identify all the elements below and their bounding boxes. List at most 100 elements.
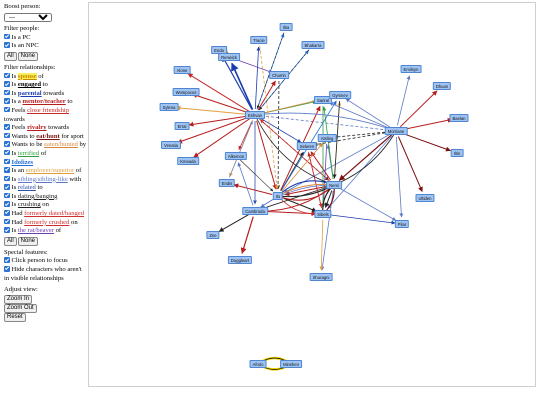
character-node-ultiden[interactable]: Ultiden (415, 194, 435, 202)
relationship-filter-7[interactable]: Wants to be eaten/hunted by (4, 141, 88, 150)
zoom-in-button[interactable]: Zoom In (4, 294, 33, 304)
character-node-sibels[interactable]: Sibels (314, 210, 332, 218)
character-node-minshen[interactable]: Minshen (280, 360, 302, 368)
character-node-zee[interactable]: Zee (206, 231, 220, 239)
relationship-filter-5[interactable]: Feels rivalry towards (4, 124, 88, 133)
relationship-filter-14[interactable]: Is crushing on (4, 201, 88, 210)
checkbox-checked[interactable] (4, 141, 10, 147)
special-feature-0[interactable]: Click person to focus (4, 257, 88, 266)
special-feature-1[interactable]: Hide characters who aren't in visible re… (4, 266, 88, 283)
character-node-kmeada[interactable]: Kmeada (177, 157, 199, 165)
checkbox-checked[interactable] (4, 210, 10, 216)
character-node-tracie[interactable]: Tracie (250, 36, 268, 44)
character-node-gymnev[interactable]: Gymnev (329, 91, 351, 99)
people-none-button[interactable]: None (17, 51, 39, 61)
relationship-filter-6[interactable]: Wants to eat/hunt for sport (4, 132, 88, 142)
character-node-afrolo[interactable]: Afrolo (249, 360, 267, 368)
relationship-edge (254, 184, 335, 212)
relationship-filter-8[interactable]: Is terrified of (4, 149, 88, 159)
relationship-filter-16[interactable]: Had formerly crushed on (4, 218, 88, 228)
relationship-filter-4[interactable]: Feels close friendship towards (4, 106, 88, 124)
relationship-filter-13[interactable]: Is dating/banging (4, 192, 88, 202)
checkbox-checked[interactable] (4, 184, 10, 190)
character-node-renwick[interactable]: Renwick (218, 53, 240, 61)
character-node-charrin[interactable]: Charrin (269, 71, 289, 79)
character-node-baelan[interactable]: Baelan (449, 114, 469, 122)
character-node-sylena[interactable]: Sylena (159, 103, 179, 111)
checkbox-checked[interactable] (4, 167, 10, 173)
character-node-ilo[interactable]: Ilo (272, 192, 284, 200)
checkbox-checked[interactable] (4, 81, 10, 87)
relationship-filter-12[interactable]: Is related to (4, 184, 88, 193)
character-node-venatia[interactable]: Venatia (161, 141, 181, 149)
checkbox-checked[interactable] (4, 124, 10, 130)
checkbox-checked[interactable] (4, 175, 10, 182)
relationship-edge (187, 73, 251, 113)
checkbox-checked[interactable] (4, 42, 10, 48)
character-node-erral[interactable]: Erral (174, 122, 190, 130)
boost-person-select[interactable]: --- (4, 12, 52, 22)
relationship-edge (192, 93, 250, 114)
relationship-filter-1[interactable]: Is engaged to (4, 81, 88, 90)
checkbox-checked[interactable] (4, 72, 10, 79)
relationships-all-button[interactable]: All (4, 236, 17, 246)
character-node-ilira[interactable]: Ilira (279, 23, 293, 31)
character-node-alkemon[interactable]: Alkemon (224, 152, 248, 160)
relationship-filter-10[interactable]: Is an employer/superior of (4, 167, 88, 176)
checkbox-checked[interactable] (4, 149, 10, 156)
relationship-filter-0[interactable]: Is spouse of (4, 72, 88, 82)
character-node-shuragni[interactable]: Shuragni (309, 273, 333, 281)
relationship-filter-2[interactable]: Is parental towards (4, 89, 88, 99)
character-node-atsling[interactable]: Atsling (317, 134, 337, 142)
relationship-edge (339, 187, 397, 221)
relationship-edge (307, 151, 323, 208)
checkbox-checked[interactable] (4, 106, 10, 113)
checkbox-checked[interactable] (4, 227, 10, 233)
checkbox-checked[interactable] (4, 201, 10, 207)
character-node-ilrin[interactable]: Ilrin (450, 149, 464, 157)
special-feature-1-label: Hide characters who aren't in visible re… (4, 266, 82, 282)
relationship-edge (401, 117, 453, 131)
relationship-text-kw: eat/hunt (36, 132, 60, 140)
character-node-cambroda[interactable]: Cambroda (242, 207, 268, 215)
character-node-bhakarra[interactable]: Bhakarra (301, 41, 325, 49)
relationship-filter-3[interactable]: Is a mentor/teacher to (4, 98, 88, 107)
relationship-text-post: towards (46, 124, 70, 132)
relationship-filter-17[interactable]: Is the rat/beaver of (4, 227, 88, 236)
relationship-filter-15[interactable]: Had formerly dated/banged (4, 210, 88, 219)
checkbox-checked[interactable] (4, 132, 10, 139)
character-node-alone[interactable]: Alone (173, 66, 191, 74)
character-node-duggleart[interactable]: Duggleart (227, 256, 253, 264)
relationships-none-button[interactable]: None (17, 236, 39, 246)
character-node-nemi[interactable]: Nemi (326, 181, 342, 189)
relationship-text-post: of (74, 167, 82, 175)
people-all-button[interactable]: All (4, 51, 17, 61)
filter-people-label: Filter people: (4, 25, 40, 33)
reset-view-button[interactable]: Reset (4, 312, 26, 322)
character-node-wompocus[interactable]: Wompocus (172, 88, 200, 96)
character-node-dhuan[interactable]: Dhuan (432, 82, 452, 90)
character-node-pilar[interactable]: Pilar (394, 220, 410, 228)
checkbox-checked[interactable] (4, 257, 10, 263)
checkbox-checked[interactable] (4, 192, 10, 199)
checkbox-checked[interactable] (4, 89, 10, 96)
checkbox-checked[interactable] (4, 33, 10, 40)
relationship-filter-9[interactable]: Idolizes (4, 158, 88, 168)
relationship-text-kw: formerly dated/banged (24, 210, 85, 218)
checkbox-checked[interactable] (4, 266, 10, 272)
relationship-text-pre: Is (11, 201, 18, 209)
people-filter-1[interactable]: Is an NPC (4, 42, 88, 51)
checkbox-checked[interactable] (4, 158, 10, 164)
people-filter-0[interactable]: Is a PC (4, 33, 88, 43)
character-node-emilnyn[interactable]: Emilnyn (400, 65, 422, 73)
character-node-eshvan[interactable]: Eshvan (245, 111, 265, 119)
checkbox-checked[interactable] (4, 218, 10, 225)
checkbox-checked[interactable] (4, 98, 10, 104)
character-node-morriane[interactable]: Morriane (384, 127, 408, 135)
zoom-out-button[interactable]: Zoom Out (4, 303, 37, 313)
relationship-filter-11[interactable]: Is sibling/sibling-like with (4, 175, 88, 185)
character-node-sanral[interactable]: Sanral (313, 96, 333, 104)
character-node-endis[interactable]: Endis (218, 179, 236, 187)
character-node-seleren[interactable]: Seleren (296, 142, 318, 150)
